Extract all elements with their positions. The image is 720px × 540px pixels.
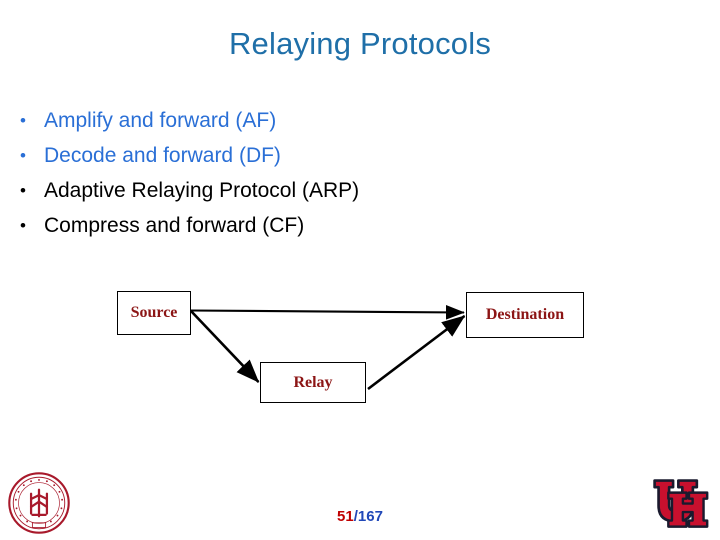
- list-item-label: Amplify and forward (AF): [44, 109, 277, 132]
- diagram-node-source: Source: [117, 291, 191, 335]
- list-item: • Adaptive Relaying Protocol (ARP): [16, 176, 616, 211]
- page-title: Relaying Protocols: [228, 26, 492, 61]
- list-item-label: Decode and forward (DF): [44, 144, 281, 167]
- page-number-current: 51: [337, 508, 354, 525]
- university-of-houston-logo: [653, 479, 709, 528]
- diagram-node-relay: Relay: [260, 362, 366, 403]
- peking-university-seal-logo: [8, 472, 70, 534]
- list-item-label: Compress and forward (CF): [44, 214, 305, 237]
- list-item: • Decode and forward (DF): [16, 141, 616, 176]
- bullet-point-icon: •: [20, 146, 26, 165]
- bullet-point-icon: •: [20, 216, 26, 235]
- page-number: 51/167: [0, 508, 720, 525]
- bullet-point-icon: •: [20, 111, 26, 130]
- list-item-label: Adaptive Relaying Protocol (ARP): [44, 179, 360, 202]
- page-number-total: /167: [353, 508, 383, 525]
- list-item: • Amplify and forward (AF): [16, 106, 616, 141]
- bullet-point-icon: •: [20, 181, 26, 200]
- edge-source-to-relay: [190, 310, 260, 383]
- diagram-node-destination: Destination: [466, 292, 584, 338]
- edge-relay-to-destination: [367, 314, 466, 391]
- list-item: • Compress and forward (CF): [16, 211, 616, 246]
- bullet-list: • Amplify and forward (AF) • Decode and …: [16, 106, 616, 246]
- edge-source-to-destination: [190, 305, 465, 320]
